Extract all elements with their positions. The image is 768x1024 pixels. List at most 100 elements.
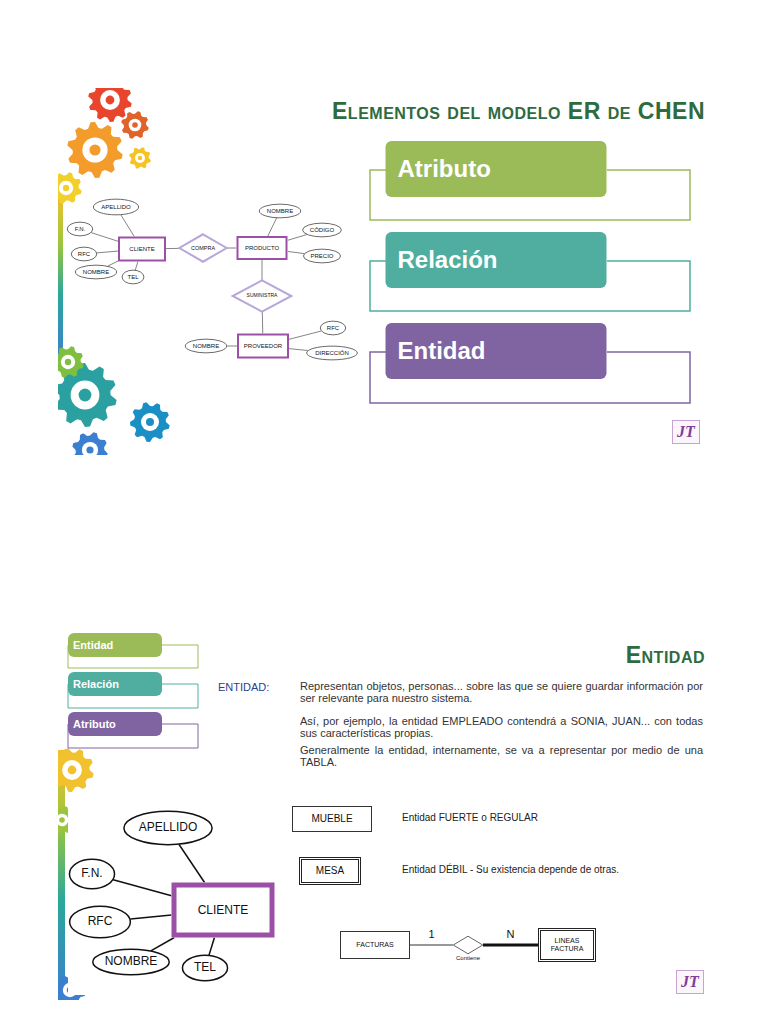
- gear: [58, 748, 94, 792]
- weak-entity-box: LINEAS FACTURA: [538, 928, 596, 962]
- gear-hole: [59, 181, 73, 195]
- entity-box: PRODUCTO: [237, 236, 288, 260]
- node-text: DIRECCIÓN: [315, 350, 349, 357]
- node-text: PROVEEDOR: [244, 343, 282, 350]
- relationship-line: [179, 844, 205, 882]
- node-text: PRODUCTO: [245, 245, 279, 252]
- relationship-line: [268, 218, 277, 236]
- relation-diamond: COMPRA: [179, 234, 227, 262]
- entity-box: CLIENTE: [118, 237, 166, 262]
- relationship-line: [151, 938, 175, 951]
- relationship-line: [108, 261, 118, 266]
- node-text: Entidad: [73, 639, 113, 652]
- node-text: Relación: [398, 246, 498, 274]
- ellipse-outline: [303, 223, 342, 237]
- attribute-ellipse: PRECIO: [303, 249, 341, 263]
- section-tab: Relación: [386, 232, 607, 288]
- gear-hole: [100, 90, 120, 110]
- attribute-ellipse: RFC: [69, 906, 131, 938]
- color-strip: [58, 750, 65, 1000]
- body-text: ENTIDAD:: [218, 681, 269, 693]
- ellipse-outline: [259, 204, 300, 218]
- ellipse-outline: [303, 249, 340, 263]
- ellipse-outline: [182, 955, 227, 980]
- relationship-line: [289, 349, 308, 351]
- node-text: COMPRA: [191, 245, 215, 251]
- attribute-ellipse: CÓDIGO: [302, 223, 342, 237]
- node-text: CÓDIGO: [310, 227, 334, 234]
- color-strip: [58, 195, 63, 360]
- node-text: Atributo: [398, 155, 491, 183]
- gear-teeth: [121, 111, 148, 138]
- gear-teeth: [58, 172, 82, 203]
- node-text: Contiene: [456, 955, 480, 962]
- ellipse-outline: [67, 222, 92, 236]
- node-text: RFC: [327, 325, 339, 332]
- gear-hub: [79, 389, 92, 402]
- gear-teeth: [130, 402, 170, 442]
- body-text: Entidad FUERTE o REGULAR: [402, 812, 538, 823]
- body-text: Representan objetos, personas... sobre l…: [300, 681, 703, 704]
- attribute-ellipse: NOMBRE: [75, 265, 117, 279]
- body-text: Así, por ejemplo, la entidad EMPLEADO co…: [300, 716, 703, 739]
- node-text: NOMBRE: [267, 208, 293, 215]
- relationship-line: [288, 235, 307, 241]
- relationship-line: [121, 215, 134, 237]
- body-text: Generalmente la entidad, internamente, s…: [300, 745, 703, 768]
- cardinality-label: N: [505, 928, 517, 940]
- gear: [67, 122, 122, 178]
- entity-box: MUEBLE: [292, 806, 372, 832]
- gear: [129, 147, 151, 169]
- node-text: LINEAS FACTURA: [546, 937, 588, 953]
- gear-hub: [68, 766, 77, 775]
- relationship-line: [130, 915, 171, 919]
- node-text: Atributo: [73, 718, 116, 731]
- gear-hole: [129, 119, 142, 132]
- relationship-line: [262, 260, 263, 280]
- weak-entity-box: MESA: [299, 857, 361, 885]
- gear-hub: [146, 418, 154, 426]
- attribute-ellipse: F.N.: [67, 222, 93, 236]
- relationship-line: [113, 880, 171, 896]
- section-tab: Atributo: [386, 141, 607, 197]
- gear: [130, 402, 170, 442]
- gear-teeth: [88, 88, 131, 122]
- diamond-outline: [233, 280, 292, 311]
- attribute-ellipse: APELLIDO: [123, 811, 213, 845]
- section-tab: Entidad: [386, 323, 607, 379]
- node-text: PRECIO: [310, 253, 333, 260]
- diagram-panel: [68, 800, 276, 995]
- relation-diamond: Contiene: [453, 936, 483, 954]
- logo-mark: JT: [672, 420, 700, 444]
- gear-teeth: [58, 748, 94, 792]
- node-text: NOMBRE: [105, 955, 158, 969]
- gear-hole: [61, 355, 75, 369]
- shape-outline: [453, 936, 483, 954]
- gear-teeth: [72, 432, 107, 455]
- attribute-ellipse: DIRECCIÓN: [306, 346, 358, 360]
- attribute-ellipse: NOMBRE: [185, 339, 227, 353]
- gear-decoration: [58, 88, 170, 455]
- attribute-ellipse: TEL: [182, 955, 228, 981]
- node-text: APELLIDO: [139, 821, 198, 835]
- gear-hub: [89, 144, 100, 155]
- attribute-ellipse: TEL: [122, 270, 144, 284]
- attribute-ellipse: RFC: [320, 321, 346, 335]
- relation-diamond: SUMINISTRA: [232, 280, 292, 312]
- node-text: TEL: [194, 961, 216, 975]
- slide-title: Elementos del modelo ER de CHEN: [225, 98, 705, 125]
- node-text: MESA: [316, 865, 344, 877]
- node-text: SUMINISTRA: [247, 293, 278, 299]
- gear-hole: [82, 442, 98, 455]
- gear: [72, 432, 107, 455]
- node-text: NOMBRE: [83, 269, 109, 276]
- relationship-line: [483, 944, 538, 947]
- node-text: APELLIDO: [101, 204, 130, 211]
- diagram-panel: [288, 798, 708, 968]
- relationship-line: [410, 945, 453, 946]
- relationship-line: [91, 233, 118, 242]
- cardinality-label: 1: [426, 928, 436, 940]
- relationship-line: [209, 938, 214, 956]
